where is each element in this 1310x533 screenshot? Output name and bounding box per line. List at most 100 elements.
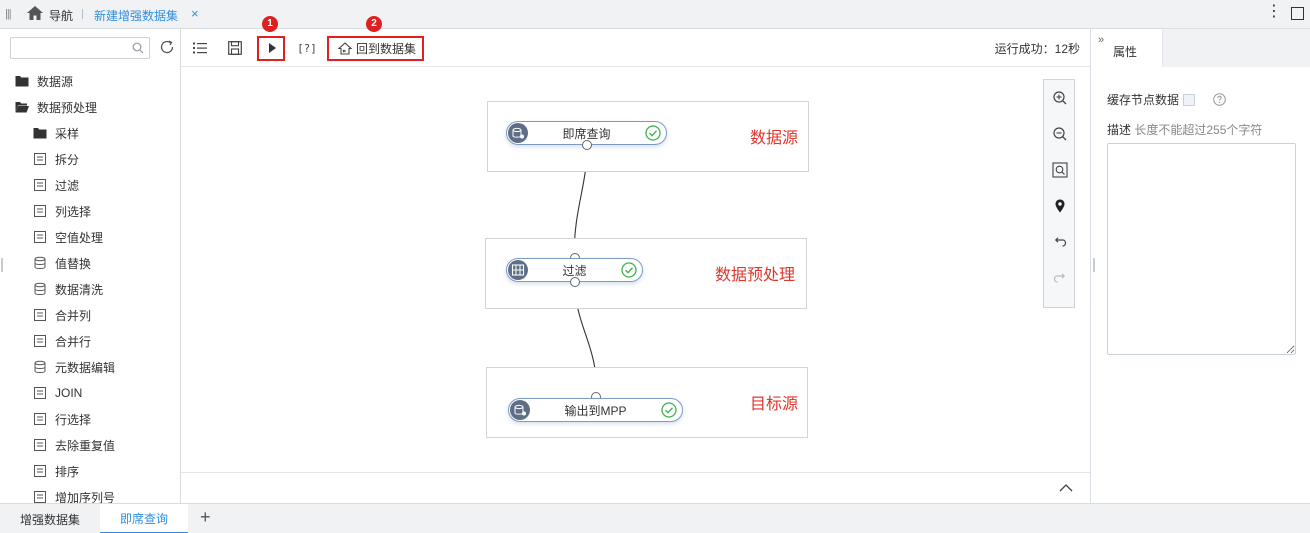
database-icon xyxy=(510,400,530,420)
search-input[interactable] xyxy=(15,38,127,58)
list-icon xyxy=(193,42,207,54)
list-button[interactable] xyxy=(191,38,209,58)
folder-icon xyxy=(15,74,29,88)
output-port[interactable] xyxy=(582,140,592,150)
filter-node-icon xyxy=(508,260,528,280)
group-label-target: 目标源 xyxy=(750,396,799,413)
divider xyxy=(82,9,83,19)
search-icon[interactable] xyxy=(132,42,144,54)
tree-item[interactable]: 拆分 xyxy=(33,149,79,169)
add-tab-icon[interactable]: + xyxy=(200,507,211,527)
merge-column-icon xyxy=(33,308,47,322)
tree-item[interactable]: 合并列 xyxy=(33,305,91,325)
save-button[interactable] xyxy=(226,38,244,58)
maximize-icon[interactable] xyxy=(1291,7,1304,20)
tree-item[interactable]: 增加序列号 xyxy=(33,487,115,507)
right-resize-handle[interactable] xyxy=(1093,258,1095,272)
tree-item-label: 元数据编辑 xyxy=(55,360,116,375)
output-port[interactable] xyxy=(570,277,580,287)
cache-checkbox[interactable] xyxy=(1183,93,1196,106)
metadata-edit-icon xyxy=(33,360,47,374)
tree-item-label: 去除重复值 xyxy=(55,438,116,453)
double-chevron-icon[interactable]: » xyxy=(1098,34,1105,46)
locate-icon[interactable] xyxy=(1052,198,1068,214)
cache-label: 缓存节点数据 xyxy=(1107,93,1180,107)
tree-item[interactable]: 合并行 xyxy=(33,331,91,351)
check-circle-icon xyxy=(661,402,677,418)
help-icon[interactable] xyxy=(1213,93,1226,106)
back-to-dataset-button[interactable]: 回到数据集 xyxy=(333,38,421,58)
tree-item[interactable]: 过滤 xyxy=(33,175,79,195)
tab-enhanced-dataset[interactable]: 增强数据集 xyxy=(19,512,80,527)
top-bar: ||| 导航 新建增强数据集 × ⋮ xyxy=(0,0,1310,29)
desc-row: 描述 长度不能超过255个字符 xyxy=(1107,121,1262,138)
close-tab-icon[interactable]: × xyxy=(191,6,199,21)
menu-icon[interactable]: ||| xyxy=(5,8,12,20)
desc-hint: 长度不能超过255个字符 xyxy=(1134,123,1263,137)
zoom-in-icon[interactable] xyxy=(1052,90,1068,106)
value-replace-icon xyxy=(33,256,47,270)
back-to-dataset-label: 回到数据集 xyxy=(355,41,416,56)
tree-item[interactable]: 列选择 xyxy=(33,201,91,221)
tree-item-label: 数据预处理 xyxy=(37,100,98,115)
chevron-up-icon[interactable] xyxy=(1058,482,1074,494)
tree-item-label: 数据清洗 xyxy=(55,282,104,297)
check-circle-icon xyxy=(621,262,637,278)
folder-open-icon xyxy=(15,100,29,114)
node-label: 输出到MPP xyxy=(564,403,627,418)
undo-icon[interactable] xyxy=(1052,234,1068,250)
merge-row-icon xyxy=(33,334,47,348)
nav-label[interactable]: 导航 xyxy=(49,9,74,23)
flow-canvas[interactable]: 数据源 即席查询 数据预处理 过滤 目标源 输出到MPP xyxy=(181,67,1090,472)
run-status: 运行成功：12秒 xyxy=(994,42,1080,56)
refresh-icon[interactable] xyxy=(159,39,175,55)
node-label: 过滤 xyxy=(562,263,587,278)
database-icon xyxy=(508,123,528,143)
tree-item[interactable]: 采样 xyxy=(33,123,79,143)
cache-row: 缓存节点数据 xyxy=(1107,91,1226,108)
desc-label: 描述 xyxy=(1107,123,1132,137)
folder-icon xyxy=(33,126,47,140)
tree-item[interactable]: JOIN xyxy=(33,383,82,403)
tree-item[interactable]: 值替换 xyxy=(33,253,91,273)
tab-properties-label: 属性 xyxy=(1113,45,1138,59)
tree-item[interactable]: 排序 xyxy=(33,461,79,481)
canvas-controls xyxy=(1043,79,1075,308)
null-handle-icon xyxy=(33,230,47,244)
group-label-datasource: 数据源 xyxy=(750,130,799,147)
more-icon[interactable]: ⋮ xyxy=(1266,3,1282,20)
home-icon[interactable] xyxy=(27,6,43,20)
tree-item[interactable]: 去除重复值 xyxy=(33,435,115,455)
tree-item-label: 拆分 xyxy=(55,152,80,167)
tree-item[interactable]: 空值处理 xyxy=(33,227,103,247)
tab-new-enhanced-dataset[interactable]: 新建增强数据集 xyxy=(94,9,179,23)
tree-item[interactable]: 数据源 xyxy=(15,71,73,91)
tab-properties[interactable]: » 属性 xyxy=(1091,29,1163,67)
join-icon xyxy=(33,386,47,400)
play-icon xyxy=(269,43,276,53)
node-output-mpp[interactable]: 输出到MPP xyxy=(508,398,683,422)
fit-view-icon[interactable] xyxy=(1052,162,1068,178)
dedupe-icon xyxy=(33,438,47,452)
check-circle-icon xyxy=(645,125,661,141)
description-textarea[interactable] xyxy=(1107,143,1296,355)
redo-icon[interactable] xyxy=(1052,270,1068,286)
tree-item[interactable]: 元数据编辑 xyxy=(33,357,115,377)
run-button[interactable] xyxy=(261,38,283,58)
zoom-out-icon[interactable] xyxy=(1052,126,1068,142)
split-icon xyxy=(33,152,47,166)
tree-item-label: 采样 xyxy=(55,126,80,141)
data-clean-icon xyxy=(33,282,47,296)
callout-2: 2 xyxy=(366,16,382,32)
node-library-panel: 数据源数据预处理采样拆分过滤列选择空值处理值替换数据清洗合并列合并行元数据编辑 J… xyxy=(0,29,181,505)
save-icon xyxy=(228,41,242,55)
group-label-preprocessing: 数据预处理 xyxy=(715,267,796,284)
left-resize-handle[interactable] xyxy=(1,258,3,272)
node-adhoc-query[interactable]: 即席查询 xyxy=(506,121,667,145)
filter-icon xyxy=(33,178,47,192)
tree-item[interactable]: 数据清洗 xyxy=(33,279,103,299)
tab-adhoc-query[interactable]: 即席查询 xyxy=(100,504,188,533)
bracket-button[interactable]: [?] xyxy=(297,41,317,55)
tree-item[interactable]: 行选择 xyxy=(33,409,91,429)
tree-item[interactable]: 数据预处理 xyxy=(15,97,97,117)
